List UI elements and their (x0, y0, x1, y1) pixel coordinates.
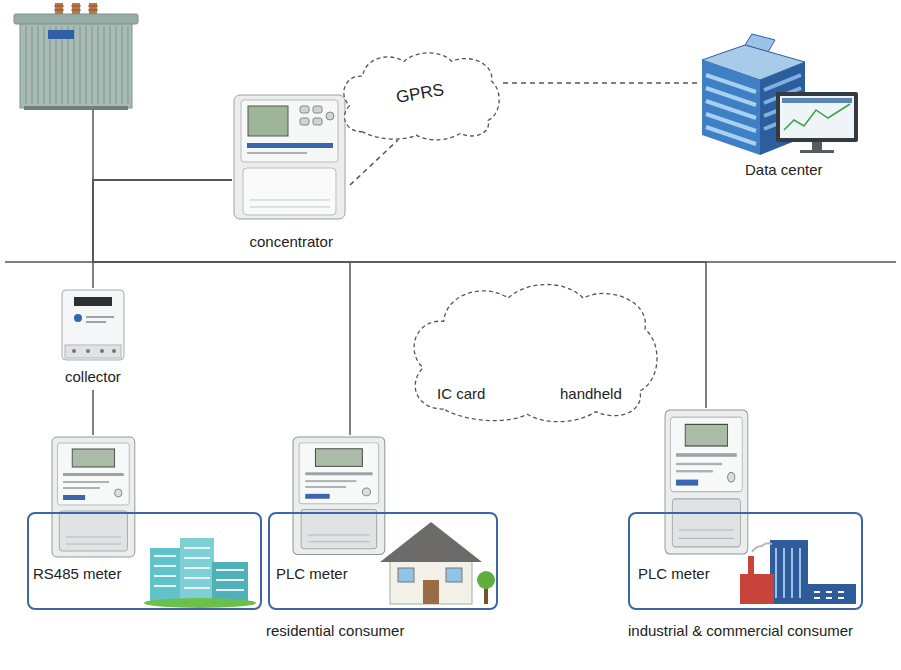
node-label: PLC meter (276, 565, 348, 583)
connector (92, 390, 94, 435)
apartment-illustration (144, 538, 256, 608)
concentrator-illustration (234, 95, 345, 219)
consumer-box-outline (628, 512, 863, 610)
node-label: IC card (437, 385, 485, 403)
collector-illustration (62, 290, 124, 360)
consumer-box-outline (27, 512, 262, 610)
cloud-path (414, 285, 657, 422)
connector (350, 140, 398, 185)
plc-meter-illustration (665, 410, 748, 554)
node-label: concentrator (250, 233, 333, 251)
data-center-illustration (702, 34, 858, 155)
network-cloud: GPRS (338, 50, 503, 140)
consumer-box: PLC meter (268, 435, 498, 610)
house-illustration (380, 522, 495, 604)
node-label: collector (65, 368, 121, 386)
node-label: Data center (745, 161, 823, 179)
caption-label: residential consumer (266, 622, 404, 640)
connector (93, 180, 232, 288)
consumer-box: PLC meter (628, 408, 863, 610)
tools-cloud: IC card handheld (405, 280, 663, 422)
collector-node: collector (48, 288, 138, 390)
transformer-illustration (14, 3, 138, 110)
rs485-meter-illustration (52, 437, 135, 557)
caption-label: industrial & commercial consumer (628, 622, 853, 640)
connector (503, 82, 700, 84)
factory-illustration (740, 540, 856, 604)
data-center-node: Data center (700, 28, 865, 188)
consumer-box: RS485 meter (27, 435, 262, 610)
node-label: RS485 meter (33, 565, 121, 583)
plc-meter-illustration (293, 437, 385, 555)
concentrator-node: concentrator (232, 95, 350, 253)
node-label: handheld (560, 385, 622, 403)
consumer-box-outline (268, 512, 498, 610)
cloud-path (344, 53, 499, 140)
connector (93, 180, 350, 435)
node-label: PLC meter (638, 565, 710, 583)
